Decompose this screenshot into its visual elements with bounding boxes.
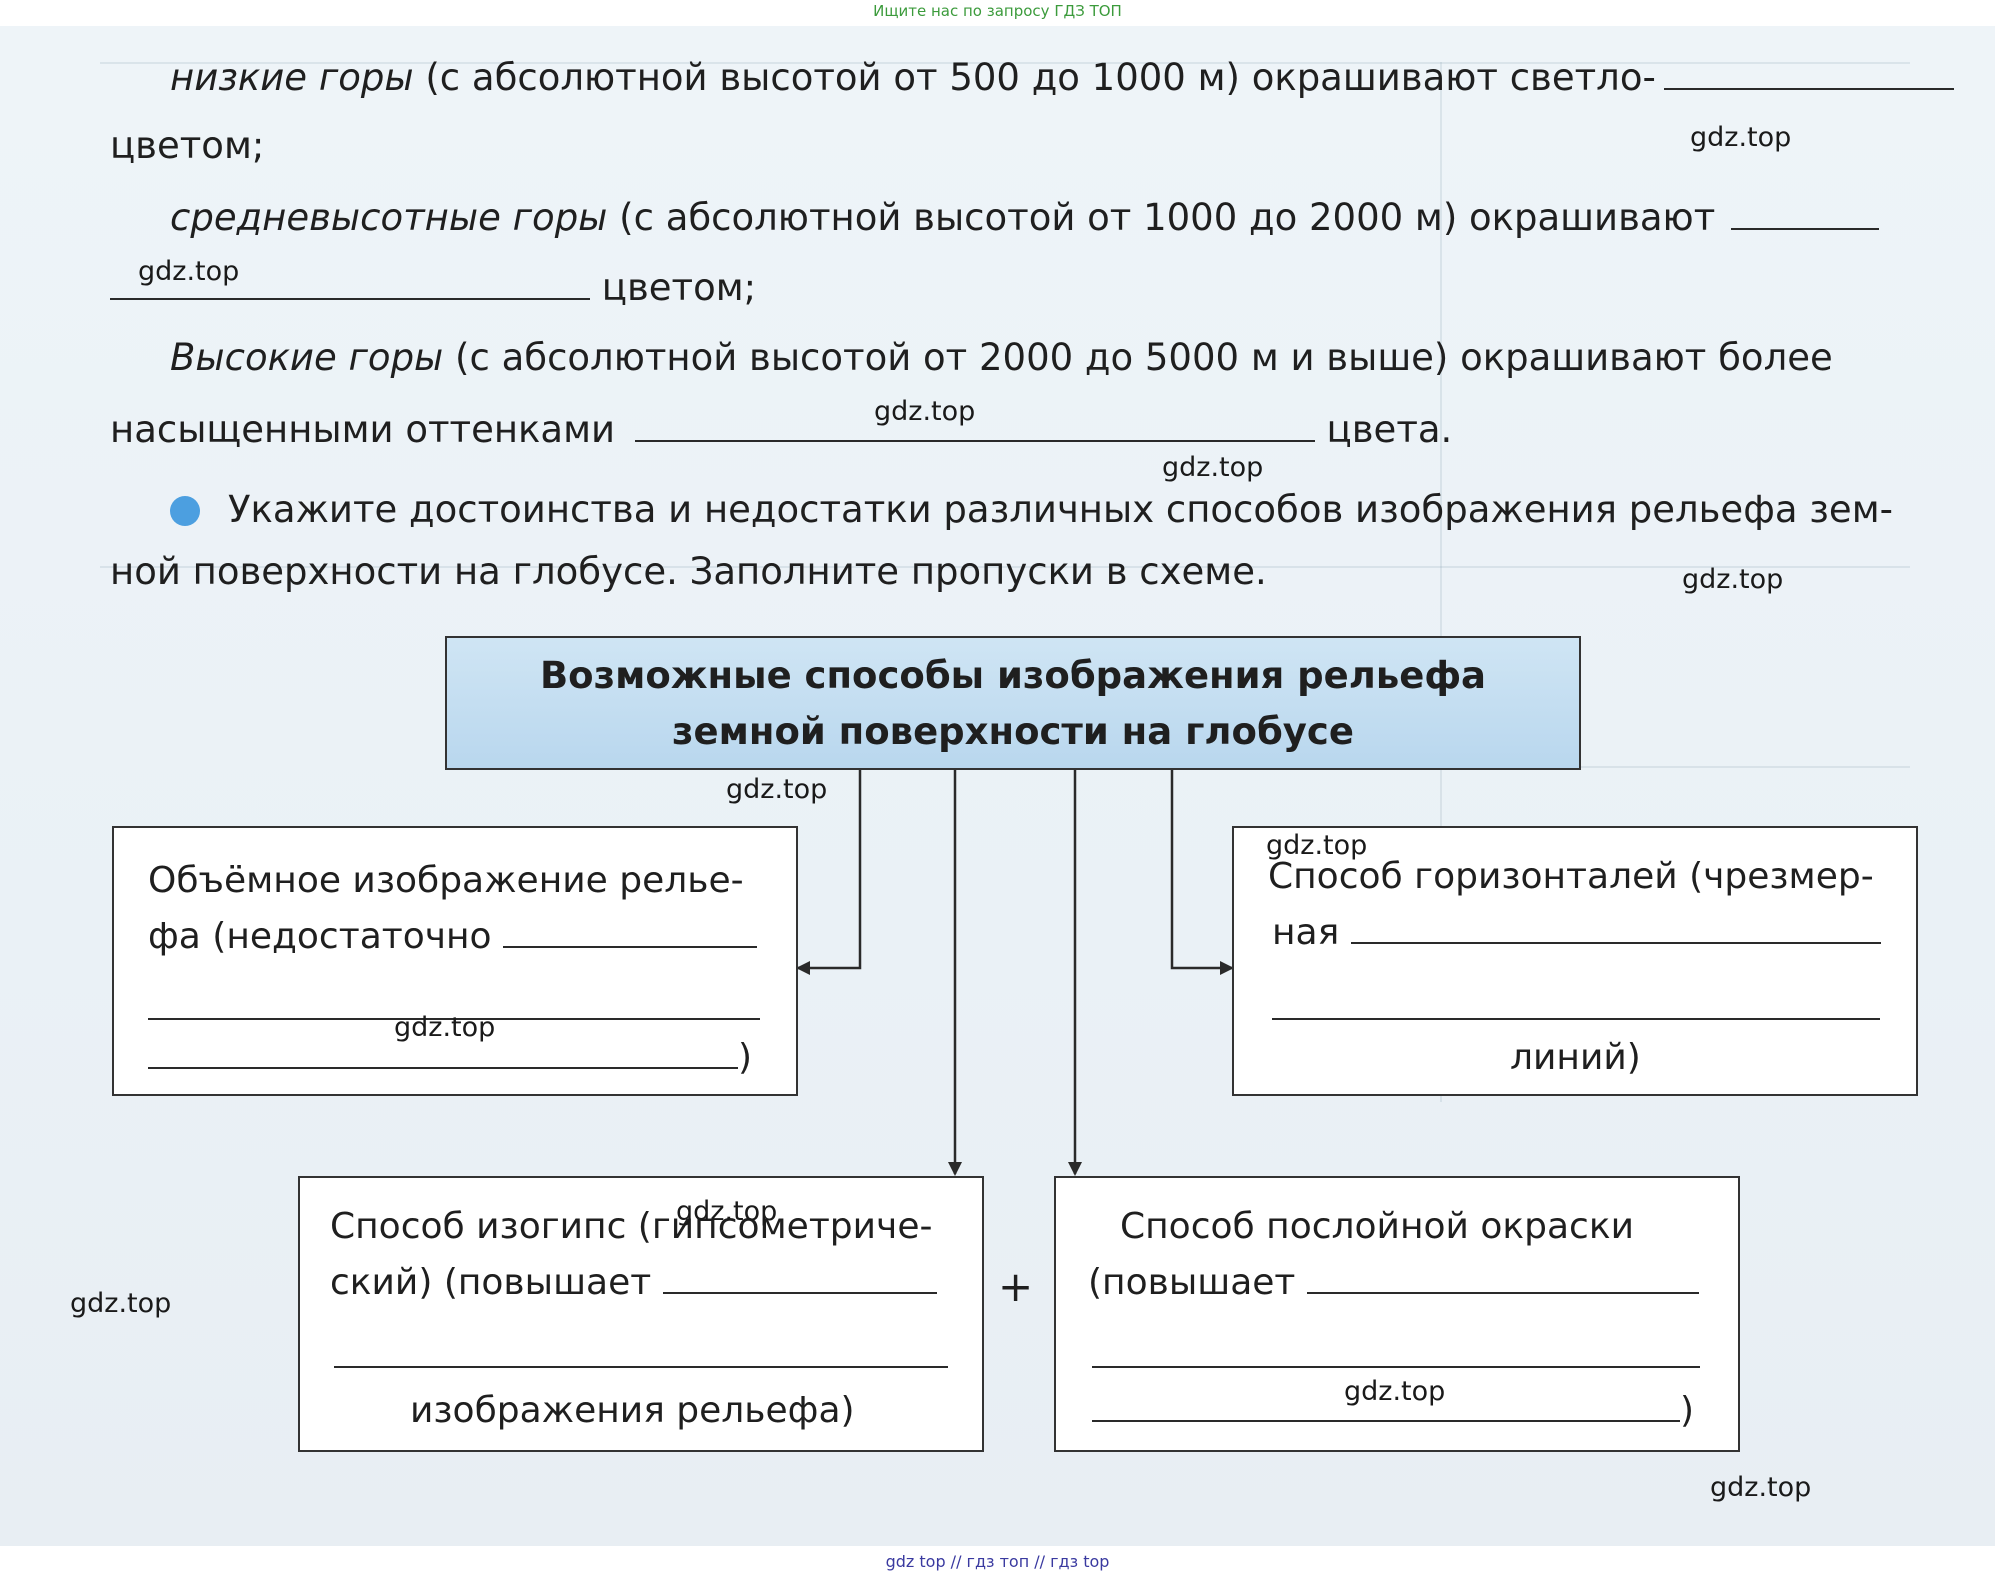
contour-line-1: Способ горизонталей (чрезмер- [1268, 856, 1874, 897]
watermark: gdz.top [726, 774, 828, 805]
watermark: gdz.top [1162, 452, 1264, 483]
layered-line-1: Способ послойной окраски [1120, 1206, 1634, 1247]
isohypse-end: изображения рельефа) [410, 1390, 855, 1431]
answer-blank[interactable] [148, 984, 760, 1020]
plus-sign: + [998, 1262, 1034, 1311]
watermark: gdz.top [676, 1196, 778, 1227]
low-mountains-text: (с абсолютной высотой от 500 до 1000 м) … [413, 56, 1656, 99]
task-bullet-icon [170, 496, 200, 526]
watermark: gdz.top [138, 256, 240, 287]
isohypse-line-2-text: ский) (повышает [330, 1262, 663, 1303]
bleed-line [1440, 62, 1442, 1102]
task-line-2: ной поверхности на глобусе. Заполните пр… [110, 550, 1267, 593]
answer-blank[interactable] [1272, 984, 1880, 1020]
watermark: gdz.top [1266, 830, 1368, 861]
answer-blank[interactable] [334, 1332, 948, 1368]
watermark: gdz.top [1690, 122, 1792, 153]
task-line-1: Укажите достоинства и недостатки различн… [228, 488, 1893, 531]
volumetric-line-1: Объёмное изображение релье- [148, 860, 744, 901]
answer-blank[interactable] [148, 1033, 738, 1069]
isohypse-method-box [298, 1176, 984, 1452]
volumetric-end: ) [738, 1037, 753, 1078]
scheme-title-box: Возможные способы изображения рельефа зе… [445, 636, 1581, 770]
contour-end: линий) [1510, 1037, 1641, 1078]
high-mountains-end: цвета. [1314, 408, 1453, 451]
answer-blank[interactable] [1663, 54, 1954, 90]
scheme-connectors [796, 770, 1234, 1176]
workbook-page: низкие горы (с абсолютной высотой от 500… [0, 26, 1995, 1546]
mid-mountains-line: средневысотные горы (с абсолютной высото… [170, 194, 1880, 240]
answer-blank[interactable] [1092, 1386, 1680, 1422]
top-banner: Ищите нас по запросу ГДЗ ТОП [873, 2, 1122, 20]
answer-blank[interactable] [1731, 194, 1880, 230]
bleed-line [100, 62, 1910, 64]
contour-method-box [1232, 826, 1918, 1096]
contour-line-2: ная [1272, 906, 1881, 960]
watermark: gdz.top [874, 396, 976, 427]
high-mountains-text: (с абсолютной высотой от 2000 до 5000 м … [443, 336, 1833, 379]
arrow-to-volumetric [796, 770, 862, 975]
watermark: gdz.top [1344, 1376, 1446, 1407]
answer-blank[interactable] [1092, 1332, 1700, 1368]
volumetric-line-4: ) [148, 1031, 752, 1085]
scheme-title-line-1: Возможные способы изображения рельефа [539, 654, 1487, 697]
answer-blank[interactable] [503, 912, 758, 948]
low-mountains-term: низкие горы [170, 56, 414, 99]
layered-line-2-text: (повышает [1088, 1262, 1307, 1303]
high-mountains-term: Высокие горы [170, 336, 444, 379]
bleed-line [1440, 766, 1910, 768]
answer-blank[interactable] [662, 1258, 937, 1294]
arrow-to-contour [1170, 770, 1234, 975]
bleed-line [100, 566, 1910, 568]
low-mountains-end: цветом; [110, 124, 265, 167]
volumetric-line-2: фа (недостаточно [148, 910, 758, 964]
low-mountains-line: низкие горы (с абсолютной высотой от 500… [170, 54, 1954, 100]
high-mountains-line2: насыщенными оттенками цвета. [110, 406, 1452, 452]
layered-line-4: ) [1092, 1384, 1694, 1438]
answer-blank[interactable] [110, 264, 590, 300]
scheme-title-line-2: земной поверхности на глобусе [672, 710, 1354, 753]
watermark: gdz.top [70, 1288, 172, 1319]
answer-blank[interactable] [1350, 908, 1881, 944]
isohypse-line-1: Способ изогипс (гипсометриче- [330, 1206, 933, 1247]
volumetric-line-2-text: фа (недостаточно [148, 916, 504, 957]
answer-blank[interactable] [634, 406, 1315, 442]
high-mountains-line: Высокие горы (с абсолютной высотой от 20… [170, 336, 1833, 380]
isohypse-line-2: ский) (повышает [330, 1256, 937, 1310]
watermark: gdz.top [1682, 564, 1784, 595]
high-mountains-start: насыщенными оттенками [110, 408, 627, 451]
layered-line-2: (повышает [1088, 1256, 1699, 1310]
watermark: gdz.top [394, 1012, 496, 1043]
contour-line-2-text: ная [1272, 912, 1351, 953]
mid-mountains-text: (с абсолютной высотой от 1000 до 2000 м)… [607, 196, 1716, 239]
mid-mountains-term: средневысотные горы [170, 196, 608, 239]
layered-end: ) [1680, 1390, 1695, 1431]
watermark: gdz.top [1710, 1472, 1812, 1503]
mid-mountains-end: цветом; [590, 266, 757, 309]
mid-mountains-end-line: цветом; [110, 264, 756, 310]
answer-blank[interactable] [1306, 1258, 1699, 1294]
layered-method-box [1054, 1176, 1740, 1452]
bottom-banner: gdz top // гдз топ // гдз top [0, 1547, 1995, 1577]
volumetric-method-box [112, 826, 798, 1096]
